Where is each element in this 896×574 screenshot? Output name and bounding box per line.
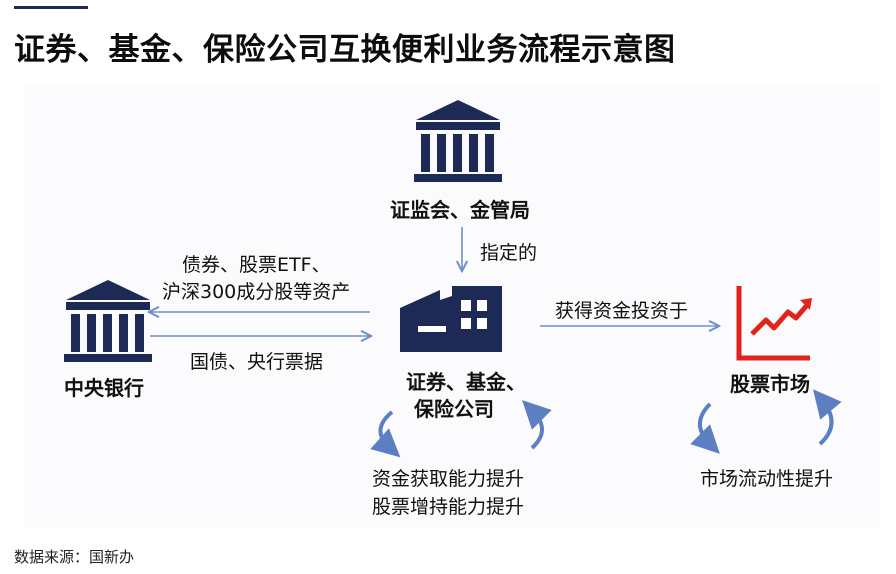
stock-chart-icon (736, 286, 812, 361)
source-blank-box (170, 542, 348, 568)
stock-market-label: 股票市场 (730, 372, 810, 396)
regulator-label: 证监会、金管局 (390, 198, 530, 222)
market-effect-label: 市场流动性提升 (700, 468, 834, 490)
top-rule (14, 6, 88, 9)
designated-label: 指定的 (480, 242, 538, 264)
market-cycle-left-icon (690, 402, 720, 454)
bonds-label: 国债、央行票据 (190, 351, 324, 373)
institutions-effect-line2: 股票增持能力提升 (372, 496, 525, 518)
institutions-effect-line1: 资金获取能力提升 (372, 468, 525, 490)
assets-label-line1: 债券、股票ETF、 (182, 254, 331, 276)
central-bank-label: 中央银行 (64, 376, 144, 400)
institutions-cycle-right-icon (522, 400, 552, 450)
data-source: 数据来源：国新办 (14, 548, 135, 566)
institutions-label-line2: 保险公司 (414, 397, 494, 421)
institutions-building-icon (400, 286, 502, 352)
institutions-label-line1: 证券、基金、 (406, 370, 526, 394)
invest-label: 获得资金投资于 (555, 300, 689, 322)
market-cycle-right-icon (813, 389, 842, 446)
institutions-cycle-left-icon (370, 410, 401, 458)
assets-label-line2: 沪深300成分股等资产 (162, 281, 351, 303)
regulator-building-icon (414, 100, 502, 182)
page-title: 证券、基金、保险公司互换便利业务流程示意图 (14, 32, 676, 68)
central-bank-building-icon (64, 280, 152, 362)
